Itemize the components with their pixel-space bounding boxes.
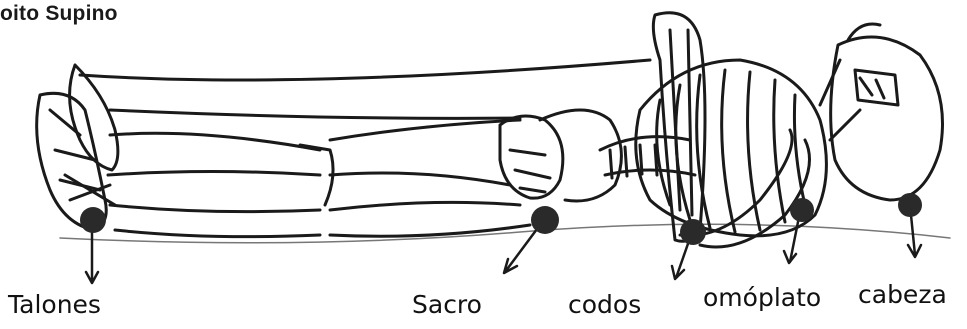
pressure-point-talones [80,207,106,233]
pressure-point-codos [680,219,706,245]
pelvis [500,110,621,201]
label-cabeza: cabeza [858,280,947,309]
label-talones: Talones [8,290,101,319]
feet [37,65,118,230]
label-sacro: Sacro [412,290,482,319]
label-omoplato: omóplato [703,283,821,312]
pressure-point-sacro [531,206,559,234]
head [820,24,943,200]
pressure-point-omoplato [790,198,814,222]
spine [600,137,695,178]
lower-legs [108,133,333,236]
pressure-point-cabeza [898,193,922,217]
arrow-codos [672,238,690,279]
label-codos: codos [568,290,641,319]
